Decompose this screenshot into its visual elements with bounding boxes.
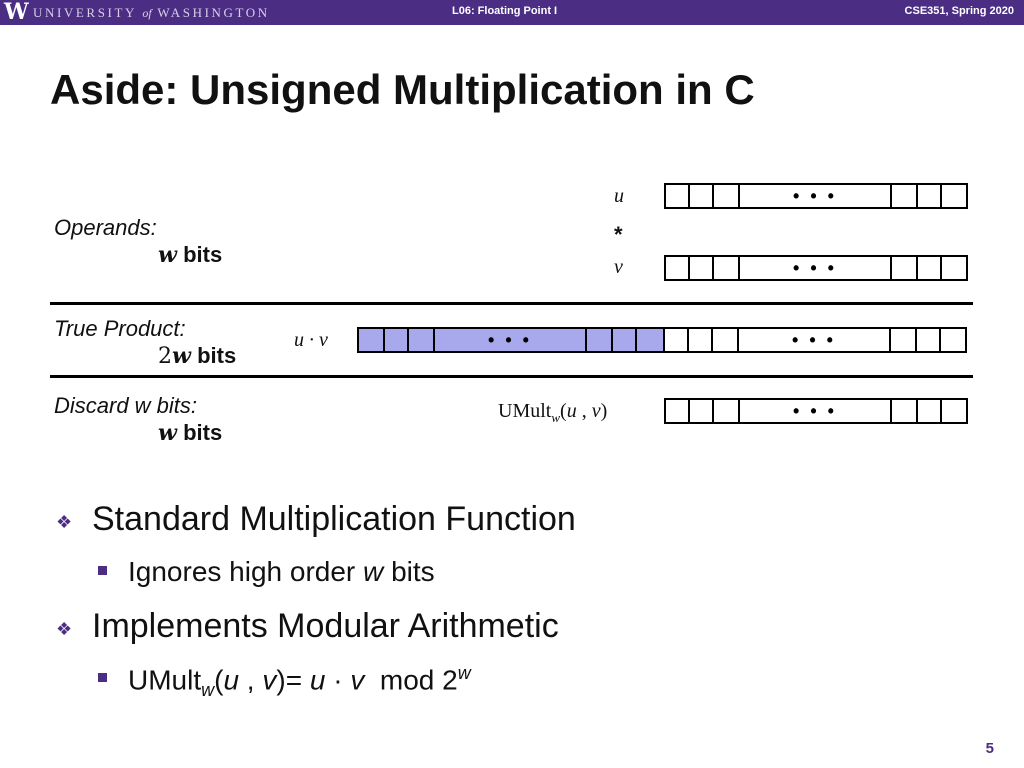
bit-cell-high bbox=[407, 327, 435, 353]
discard-label: Discard w bits: bbox=[54, 393, 198, 418]
page-number: 5 bbox=[985, 740, 994, 757]
uw-logo-icon: W bbox=[4, 0, 29, 25]
bit-cell-high bbox=[585, 327, 613, 353]
operands-label: Operands: bbox=[54, 215, 157, 240]
square-bullet-icon bbox=[98, 566, 107, 575]
bit-cell bbox=[940, 255, 968, 281]
bit-cell bbox=[916, 398, 942, 424]
bit-cell bbox=[889, 327, 917, 353]
university-wordmark: UNIVERSITY of WASHINGTON bbox=[33, 5, 270, 21]
bit-cell bbox=[663, 327, 689, 353]
bit-cell bbox=[939, 327, 967, 353]
bit-cell bbox=[711, 327, 739, 353]
bit-cell bbox=[664, 255, 690, 281]
operand-v-symbol: v bbox=[614, 256, 623, 278]
bit-cell bbox=[664, 398, 690, 424]
bits-v: • • • bbox=[664, 255, 968, 281]
bit-cell bbox=[688, 255, 714, 281]
bit-cell bbox=[890, 398, 918, 424]
bit-cell bbox=[688, 398, 714, 424]
bullet-standard-multiplication: Standard Multiplication Function bbox=[92, 500, 576, 538]
divider-rule bbox=[50, 302, 973, 305]
bit-cell-high bbox=[357, 327, 385, 353]
bit-cell bbox=[916, 183, 942, 209]
discard-bits: w bits bbox=[158, 420, 223, 446]
bullet-modular-arithmetic: Implements Modular Arithmetic bbox=[92, 607, 559, 645]
bits-umult: • • • bbox=[664, 398, 968, 424]
bit-cell bbox=[712, 183, 740, 209]
bits-u: • • • bbox=[664, 183, 968, 209]
bit-cell bbox=[940, 398, 968, 424]
bit-cell bbox=[915, 327, 941, 353]
divider-rule bbox=[50, 375, 973, 378]
true-product-bits: 2w bits bbox=[158, 343, 237, 369]
bit-cell-high bbox=[383, 327, 409, 353]
bit-cell bbox=[687, 327, 713, 353]
true-product-label: True Product: bbox=[54, 316, 186, 341]
bit-cell-high bbox=[635, 327, 665, 353]
lecture-title: L06: Floating Point I bbox=[452, 5, 558, 17]
bit-cell bbox=[890, 183, 918, 209]
multiply-symbol: * bbox=[614, 222, 623, 247]
sub-bullet-ignores-high-order: Ignores high order w bits bbox=[128, 556, 435, 587]
bit-cell-ellipsis: • • • bbox=[738, 255, 892, 281]
bit-cell bbox=[916, 255, 942, 281]
bit-cell bbox=[688, 183, 714, 209]
bit-cell-ellipsis-high: • • • bbox=[433, 327, 587, 353]
sub-bullet-umult-formula: UMultw(u , v)= u · v mod 2w bbox=[128, 663, 471, 700]
bit-cell-ellipsis: • • • bbox=[738, 398, 892, 424]
bit-cell bbox=[664, 183, 690, 209]
square-bullet-icon bbox=[98, 673, 107, 682]
bit-cell bbox=[940, 183, 968, 209]
bit-cell-ellipsis: • • • bbox=[737, 327, 891, 353]
umult-symbol: UMultw(u , v) bbox=[498, 400, 608, 425]
bit-cell bbox=[712, 255, 740, 281]
course-title: CSE351, Spring 2020 bbox=[904, 5, 1014, 17]
product-uv-symbol: u · v bbox=[294, 329, 328, 351]
header-bar: W UNIVERSITY of WASHINGTON L06: Floating… bbox=[0, 0, 1024, 25]
bit-cell bbox=[890, 255, 918, 281]
diamond-bullet-icon: ❖ bbox=[56, 512, 73, 532]
bit-cell-high bbox=[611, 327, 637, 353]
bit-cell bbox=[712, 398, 740, 424]
diamond-bullet-icon: ❖ bbox=[56, 619, 73, 639]
bit-cell-ellipsis: • • • bbox=[738, 183, 892, 209]
operands-bits: w bits bbox=[158, 242, 223, 268]
bits-product: • • • • • • bbox=[357, 327, 967, 353]
slide-title: Aside: Unsigned Multiplication in C bbox=[50, 66, 755, 113]
operand-u-symbol: u bbox=[614, 185, 624, 207]
